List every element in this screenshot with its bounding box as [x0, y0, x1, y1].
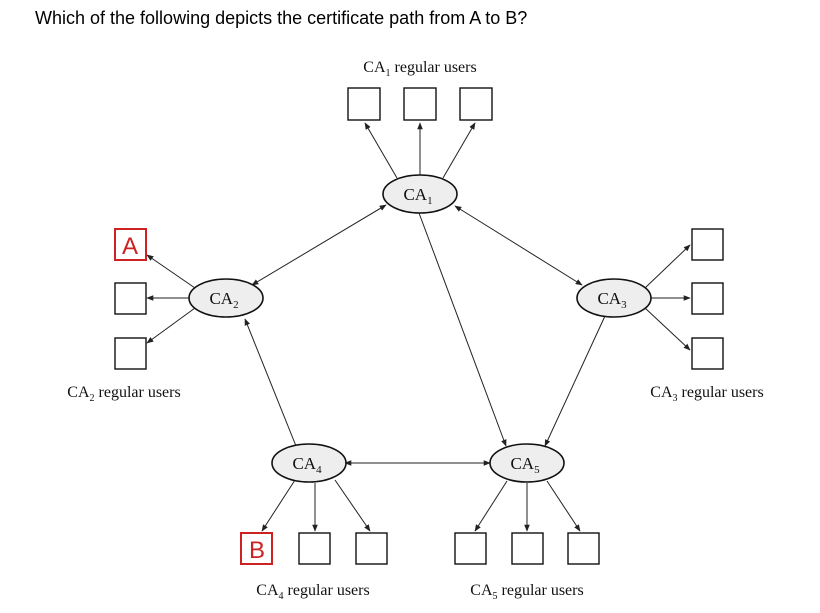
ca1-label: CA1: [403, 185, 432, 207]
user-a-box: [114, 228, 147, 261]
edge-ca4-user3: [334, 479, 371, 532]
ca2-node: [188, 278, 264, 318]
edge-ca2-user3: [146, 307, 196, 344]
ca5-user-box-2: [511, 532, 544, 565]
edge-ca1-ca5: [418, 212, 507, 447]
edge-ca1-user3: [442, 122, 476, 179]
ca3-user-box-1: [691, 228, 724, 261]
edge-ca1-ca2: [251, 204, 387, 286]
ca3-label: CA3: [597, 289, 627, 311]
edge-ca3-user1: [644, 244, 691, 289]
edge-ca3-user3: [644, 307, 691, 351]
ca5-node: [489, 443, 565, 483]
ca4-user-box-2: [298, 532, 331, 565]
ca5-user-box-1: [454, 532, 487, 565]
ca5-user-box-3: [567, 532, 600, 565]
edge-ca5-user3: [546, 480, 581, 532]
user-a-label: A: [122, 233, 138, 260]
user-b-box: [240, 532, 273, 565]
edge-ca3-ca5: [544, 315, 606, 447]
edge-ca5-user1: [474, 480, 508, 532]
edge-ca1-user1: [364, 122, 398, 179]
ca3-user-box-2: [691, 282, 724, 315]
edge-ca2-user-a: [146, 254, 196, 289]
ca4-node: [271, 443, 347, 483]
ca3-node: [576, 278, 652, 318]
ca3-group-label: CA3 regular users: [650, 384, 763, 404]
ca1-node: [382, 174, 458, 214]
ca5-label: CA5: [510, 454, 540, 476]
ca1-user-box-1: [347, 87, 381, 121]
ca4-user-box-3: [355, 532, 388, 565]
ca2-group-label: CA2 regular users: [67, 384, 180, 404]
ca1-user-box-2: [403, 87, 437, 121]
ca2-label: CA2: [209, 289, 238, 311]
ca4-group-label: CA4 regular users: [256, 582, 369, 602]
ca1-group-label: CA1 regular users: [363, 59, 476, 79]
ca4-label: CA4: [292, 454, 322, 476]
ca3-user-box-3: [691, 337, 724, 370]
question-text: Which of the following depicts the certi…: [35, 8, 528, 28]
edge-ca4-ca2: [244, 318, 297, 447]
user-b-label: B: [249, 537, 265, 564]
ca5-group-label: CA5 regular users: [470, 582, 583, 602]
edge-ca4-user-b: [261, 479, 296, 532]
ca2-user-box-3: [114, 337, 147, 370]
ca2-user-box-2: [114, 282, 147, 315]
edge-ca1-ca3: [454, 205, 583, 286]
ca1-user-box-3: [459, 87, 493, 121]
